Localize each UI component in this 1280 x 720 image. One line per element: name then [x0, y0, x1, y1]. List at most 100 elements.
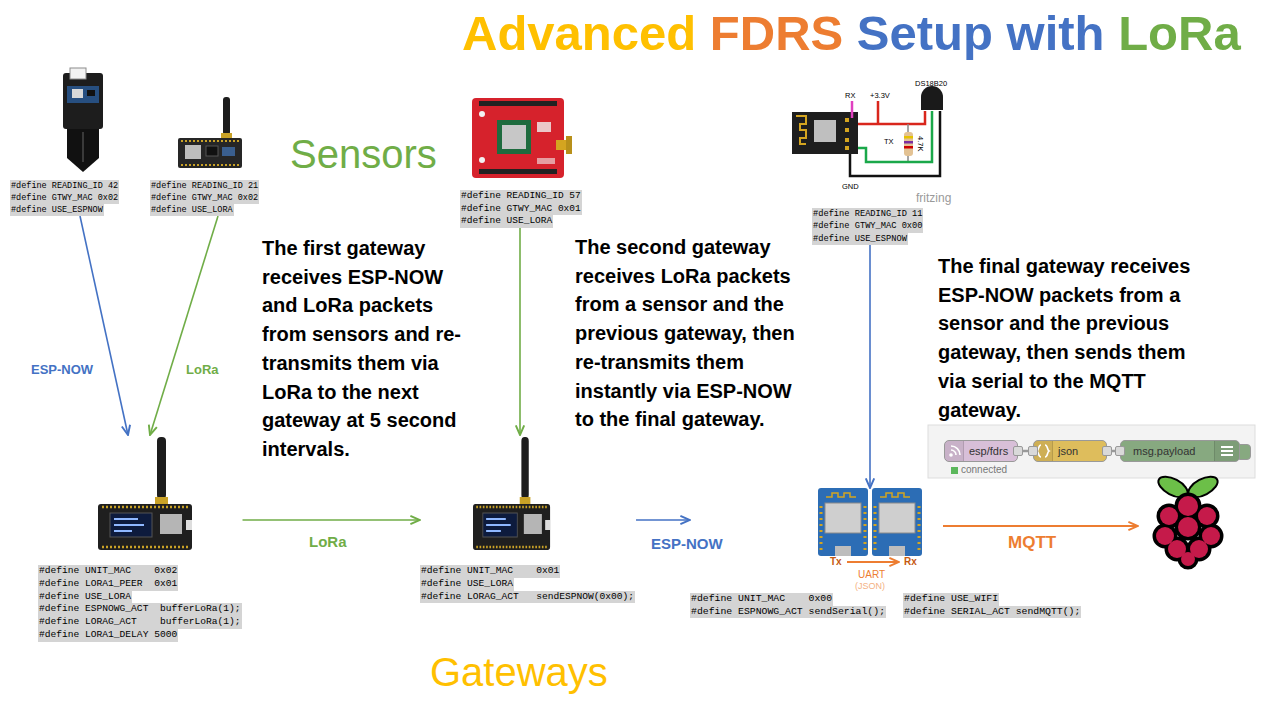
lora-sensor-board-picture-part [185, 145, 201, 159]
esp01-ds18b20-wiring-part [850, 111, 940, 176]
soil-sensor-picture-part [70, 68, 86, 79]
esp32-board-picture-second-part [880, 493, 910, 497]
signal-format: (JSON) [855, 581, 885, 592]
code-line: #define USE_ESPNOW [812, 233, 908, 245]
esp01-ds18b20-wiring-part [845, 146, 849, 150]
lora-sensor-board-picture-part [181, 140, 239, 142]
code-line: #define USE_LORA [420, 578, 514, 591]
lora-sensor-board-picture-part [181, 164, 239, 166]
node-icon [949, 453, 953, 457]
lora-gateway-board-picture-part [110, 513, 152, 537]
pin-name: RX [845, 91, 855, 100]
flow-node: msg.payload [1120, 440, 1240, 462]
mqtt-arrow-part [943, 525, 1138, 527]
code-line: #define READING_ID 57 [460, 190, 582, 203]
part-name: DS18B20 [915, 79, 947, 88]
title-word: Advanced [462, 6, 710, 60]
signal-arrow [519, 228, 521, 436]
lora-gateway-board-picture-part [114, 530, 132, 532]
esp32-board-picture-part [835, 546, 851, 556]
pin-name: +3.3V [870, 91, 890, 100]
code-block: #define UNIT_MAC 0x01#define USE_LORA#de… [420, 565, 635, 603]
node-port [1013, 446, 1023, 456]
esp01-ds18b20-wiring [792, 86, 943, 176]
code-line: #define USE_ESPNOW [10, 204, 104, 216]
lora-sensor-board-picture-part [222, 147, 235, 156]
flow-node: json [1033, 440, 1107, 462]
lora-gateway-board-picture-second-part [521, 437, 528, 499]
pin-name: GND [842, 182, 859, 191]
raspberry-pi-logo-part [1178, 496, 1198, 516]
lora-shield-picture-part [497, 120, 531, 154]
lora-gateway-board-picture-second-part [473, 504, 550, 550]
esp32-board-picture-second-part [889, 546, 905, 556]
code-line: #define USE_LORA [150, 204, 234, 216]
node-icon [945, 441, 963, 461]
esp01-ds18b20-wiring-part [904, 141, 913, 144]
code-line: #define USE_LORA [460, 215, 553, 228]
pin-name: Tx [830, 556, 842, 568]
code-line: #define GTWY_MAC 0x00 [812, 220, 923, 232]
esp01-ds18b20-wiring-part [858, 111, 932, 162]
code-line: #define ESPNOWG_ACT bufferLoRa(1); [38, 603, 242, 616]
lora-gateway-board-picture-part [155, 497, 168, 505]
node-port [1102, 446, 1112, 456]
lora-shield-picture-part [472, 98, 564, 178]
code-line: #define GTWY_MAC 0x01 [460, 203, 582, 216]
lora-shield-picture-part [537, 122, 551, 132]
lora-gateway-board-picture-second-part [476, 546, 547, 549]
flow-node: esp/fdrsconnected [944, 440, 1018, 462]
description-note: The second gateway receives LoRa packets… [575, 233, 809, 434]
lora-gateway-board-picture-part [114, 524, 144, 526]
node-label: msg.payload [1133, 441, 1195, 461]
esp32-board-picture-part [826, 493, 856, 497]
raspberry-pi-logo-part [1198, 507, 1216, 525]
raspberry-pi-logo-part [1177, 516, 1199, 538]
lora-sensor-board-picture-part [223, 97, 230, 135]
esp01-ds18b20-wiring-part [792, 112, 858, 154]
watermark: fritzing [916, 191, 951, 205]
device-node: #define UNIT_MAC 0x00#define ESPNOWG_ACT… [690, 488, 887, 618]
signal-arrow [80, 216, 128, 435]
code-line: #define UNIT_MAC 0x02 [38, 565, 178, 578]
code-line: #define LORA1_DELAY 5000 [38, 629, 178, 642]
lora-sensor-board-picture-part [206, 146, 218, 156]
code-line: #define USE_WIFI [903, 593, 999, 606]
soil-sensor-picture-part [82, 132, 84, 162]
code-line: #define GTWY_MAC 0x02 [150, 192, 259, 204]
lora-gateway-board-picture-part [157, 437, 166, 499]
lora-gateway-board-picture-second-part [483, 513, 517, 537]
node-icon [1221, 447, 1233, 455]
connector-label: LoRa [308, 533, 348, 551]
lora-shield-picture-part [502, 125, 526, 149]
lora-gateway-board-picture-part [186, 520, 192, 530]
code-line: #define LORAG_ACT bufferLoRa(1); [38, 616, 242, 629]
description-note: The first gateway receives ESP-NOW and L… [262, 234, 476, 464]
esp01-ds18b20-wiring-part [845, 138, 849, 142]
code-line: #define READING_ID 21 [150, 180, 259, 192]
esp32-board-picture [818, 488, 868, 556]
node-port [1115, 446, 1125, 456]
lora-shield-picture-part [537, 158, 555, 164]
esp32-board-picture-second-part [875, 506, 919, 552]
esp32-board-picture-part [825, 503, 861, 533]
lora-gateway-board-picture-second-part [545, 520, 550, 530]
lora-shield-picture-part [566, 136, 572, 154]
uart-arrow-part [847, 561, 899, 563]
code-line: #define UNIT_MAC 0x00 [690, 593, 833, 606]
code-block: #define USE_WIFI#define SERIAL_ACT sendM… [903, 593, 1081, 618]
esp32-board-picture-second-part [872, 488, 922, 556]
code-line: #define ESPNOWG_ACT sendSerial(); [690, 606, 886, 619]
node-icon [1215, 441, 1239, 461]
lora-gateway-board-picture-second-part [476, 506, 547, 509]
lora-gateway-board-picture-second-part [524, 514, 542, 534]
section-heading: Sensors [290, 130, 437, 178]
soil-sensor-picture [63, 68, 103, 172]
code-line: #define USE_LORA [38, 591, 132, 604]
pin-name: Rx [904, 556, 917, 568]
code-line: #define LORAG_ACT sendESPNOW(0x00); [420, 591, 635, 604]
node-label: esp/fdrs [969, 441, 1008, 461]
section-heading: Gateways [430, 648, 608, 696]
node-port [1028, 446, 1038, 456]
